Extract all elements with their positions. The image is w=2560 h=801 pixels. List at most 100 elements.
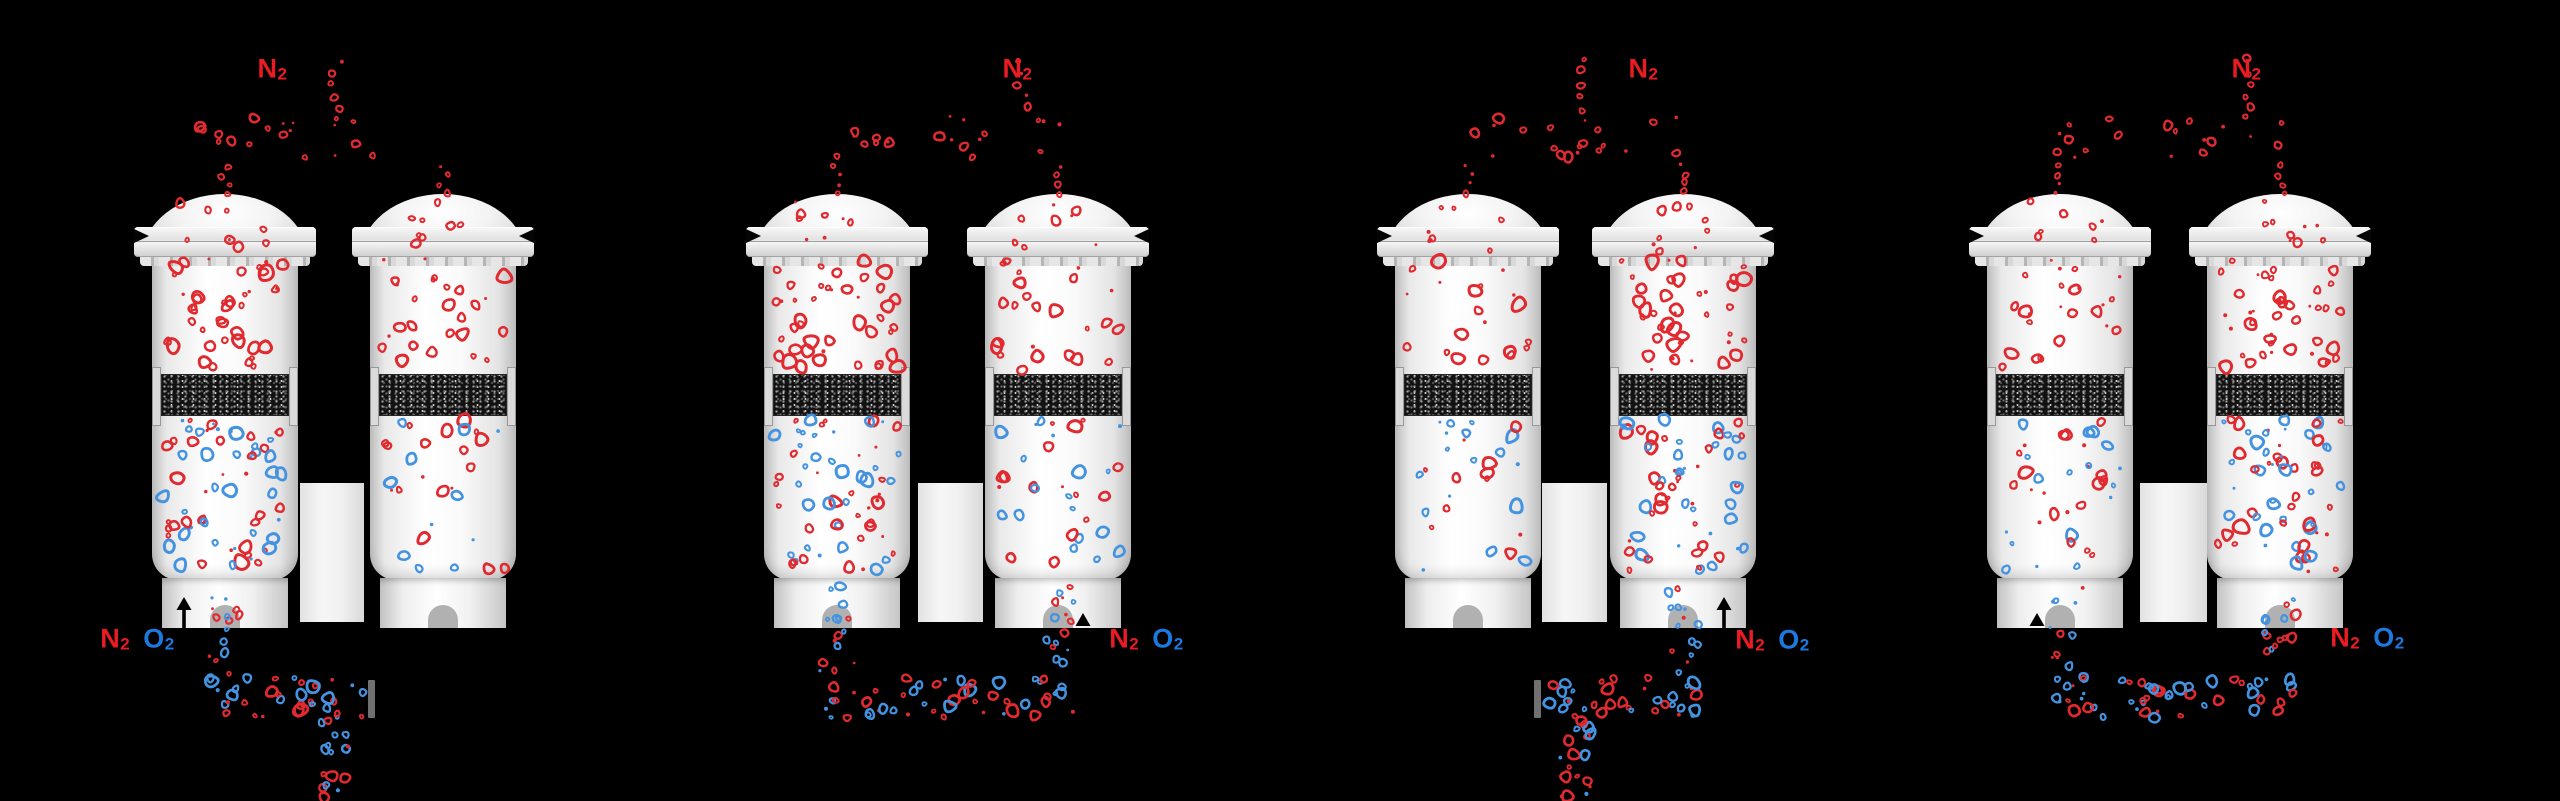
adsorber-vessel-left xyxy=(1969,0,2151,801)
feed-gas-labels: N2 O2 xyxy=(1735,624,1809,655)
adsorbent-bed xyxy=(379,374,507,416)
bed-wall-left xyxy=(2207,367,2216,426)
n2-symbol: N xyxy=(1002,53,1023,84)
bed-wall-left xyxy=(152,367,161,426)
flange-bolts xyxy=(1598,257,1768,266)
bed-wall-right xyxy=(507,367,516,426)
feed-gas-labels: N2 O2 xyxy=(100,623,174,654)
o2-feed-label: O2 xyxy=(1152,623,1183,654)
vessel-body xyxy=(152,252,298,580)
gas-bubbles-layer xyxy=(1998,53,2346,724)
adsorber-vessel-right xyxy=(967,0,1149,801)
n2-feed-label: N2 xyxy=(2330,622,2360,653)
flange-bolts xyxy=(752,257,922,266)
adsorbent-bed xyxy=(1996,374,2124,416)
outlet-port xyxy=(428,605,458,628)
n2-product-label: N2 xyxy=(2231,53,2261,84)
flange-bolts xyxy=(1975,257,2145,266)
connecting-pipe-block xyxy=(300,483,364,622)
vessel-flange xyxy=(1592,227,1774,257)
outlet-pipe xyxy=(1997,578,2123,628)
outlet-pipe xyxy=(2217,578,2343,628)
bed-wall-right xyxy=(1747,367,1756,426)
flange-notch xyxy=(2356,229,2371,243)
feed-gas-labels: N2 O2 xyxy=(2330,622,2404,653)
flange-bolts xyxy=(140,257,310,266)
gas-bubbles-layer xyxy=(1402,56,1754,801)
bed-wall-right xyxy=(2124,367,2133,426)
connecting-pipe-block xyxy=(1542,483,1607,622)
n2-feed-label: N2 xyxy=(1109,623,1139,654)
n2-product-label: N2 xyxy=(1628,53,1658,84)
flange-bolts xyxy=(358,257,528,266)
gas-bubbles-layer xyxy=(154,59,514,801)
connecting-pipe-block xyxy=(918,483,983,622)
n2-product-label: N2 xyxy=(257,53,287,84)
closed-valve-bar xyxy=(367,680,375,718)
gas-bubbles-layer xyxy=(767,57,1126,723)
adsorbent-bed xyxy=(161,374,289,416)
psa-cycle-panel-1: N2 N2 O2 xyxy=(0,0,640,801)
bed-wall-right xyxy=(901,367,910,426)
adsorbent-bed xyxy=(773,374,901,416)
flange-bolts xyxy=(2195,257,2365,266)
flange-bolts xyxy=(973,257,1143,266)
bed-wall-left xyxy=(1987,367,1996,426)
outlet-pipe xyxy=(1405,578,1531,628)
flange-notch xyxy=(1134,229,1149,243)
n2-feed-label: N2 xyxy=(1735,624,1765,655)
adsorber-vessel-left xyxy=(134,0,316,801)
adsorbent-bed xyxy=(994,374,1122,416)
vessel-body xyxy=(1395,252,1541,580)
bed-wall-right xyxy=(1122,367,1131,426)
adsorber-vessel-left xyxy=(746,0,928,801)
n2-feed-label: N2 xyxy=(100,623,130,654)
feed-gas-labels: N2 O2 xyxy=(1109,623,1183,654)
n2-product-label: N2 xyxy=(1002,53,1032,84)
closed-valve-bar xyxy=(1533,680,1541,718)
adsorbent-bed xyxy=(1404,374,1532,416)
bed-wall-right xyxy=(1532,367,1541,426)
flange-notch xyxy=(134,229,149,243)
adsorber-vessel-right xyxy=(352,0,534,801)
psa-cycle-panel-2: N2 N2 O2 xyxy=(640,0,1280,801)
bed-wall-right xyxy=(289,367,298,426)
outlet-pipe xyxy=(380,578,506,628)
vessel-body xyxy=(1610,252,1756,580)
bed-wall-left xyxy=(370,367,379,426)
vessel-flange xyxy=(746,227,928,257)
adsorber-vessel-right xyxy=(1592,0,1774,801)
outlet-port xyxy=(1453,605,1483,628)
n2-symbol: N xyxy=(1628,53,1649,84)
flange-notch xyxy=(746,229,761,243)
psa-cycle-panel-3: N2 N2 O2 xyxy=(1280,0,1920,801)
bed-wall-left xyxy=(764,367,773,426)
adsorber-vessel-left xyxy=(1377,0,1559,801)
n2-symbol: N xyxy=(257,53,278,84)
flange-notch xyxy=(1759,229,1774,243)
vessel-body xyxy=(764,252,910,580)
o2-feed-label: O2 xyxy=(143,623,174,654)
n2-symbol: N xyxy=(2231,53,2252,84)
flange-bolts xyxy=(1383,257,1553,266)
bed-wall-left xyxy=(985,367,994,426)
flange-notch xyxy=(1969,229,1984,243)
flange-notch xyxy=(519,229,534,243)
adsorber-vessel-right xyxy=(2189,0,2371,801)
outlet-port xyxy=(2045,605,2075,628)
o2-feed-label: O2 xyxy=(1778,624,1809,655)
bed-wall-right xyxy=(2344,367,2353,426)
flange-notch xyxy=(1377,229,1392,243)
o2-feed-label: O2 xyxy=(2373,622,2404,653)
vessel-flange xyxy=(1377,227,1559,257)
adsorbent-bed xyxy=(1619,374,1747,416)
vessel-flange xyxy=(1969,227,2151,257)
vessel-flange xyxy=(967,227,1149,257)
bed-wall-left xyxy=(1610,367,1619,426)
bed-wall-left xyxy=(1395,367,1404,426)
psa-cycle-panel-4: N2 N2 O2 xyxy=(1920,0,2560,801)
vessel-flange xyxy=(2189,227,2371,257)
connecting-pipe-block xyxy=(2140,483,2207,622)
vessel-flange xyxy=(352,227,534,257)
